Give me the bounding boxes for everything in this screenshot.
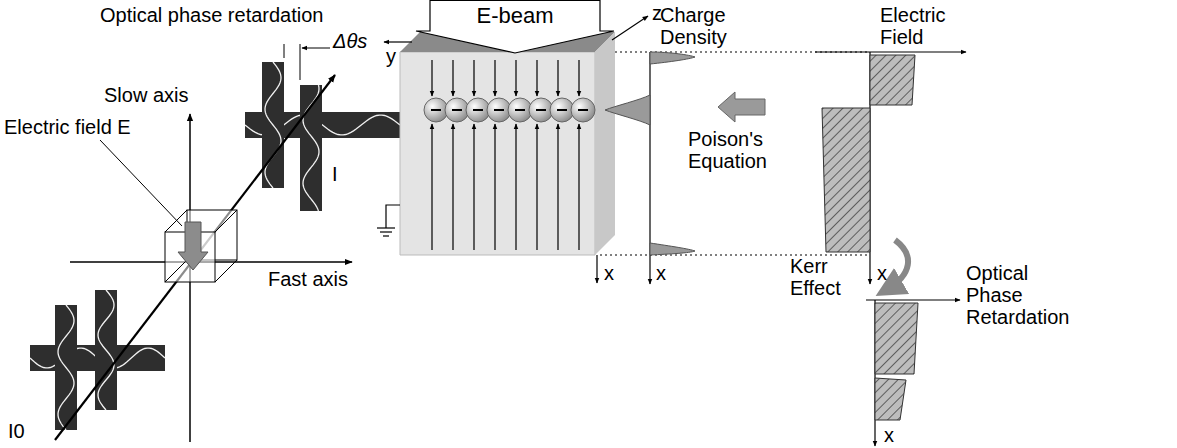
y-axis — [384, 41, 412, 42]
field-profile — [822, 108, 870, 252]
plot-title: Electric Field — [880, 4, 975, 48]
intensity-label: I — [332, 163, 338, 185]
field-line — [536, 60, 537, 96]
axis-letter: x — [884, 424, 894, 446]
charge-profile — [650, 52, 695, 64]
ground-symbol — [377, 205, 400, 236]
field-arrow — [178, 222, 208, 270]
retardation-profile — [875, 303, 918, 374]
retardation-symbol: Δθs — [333, 30, 367, 52]
arrow-shape — [416, 1, 614, 54]
block-front — [400, 52, 595, 255]
plot-title: Optical Phase Retardation — [966, 262, 1081, 328]
minus-sign — [557, 109, 567, 111]
wave-block — [95, 290, 117, 410]
wave-block — [262, 62, 284, 188]
wave-curve — [265, 62, 281, 188]
charge-profile — [605, 95, 650, 125]
field-line — [452, 124, 453, 250]
block-side — [595, 32, 615, 255]
kerr-arrow — [886, 240, 908, 290]
field-line — [578, 60, 579, 96]
field-line — [578, 124, 579, 250]
process-label: Poison's Equation — [688, 128, 788, 172]
plot-title: Charge Density — [660, 4, 755, 48]
electron — [466, 98, 490, 122]
field-line — [473, 124, 474, 250]
minus-sign — [452, 109, 462, 111]
charge-profile — [650, 243, 695, 255]
retardation-marker — [284, 44, 330, 80]
field-line — [473, 60, 474, 96]
x-axis — [596, 255, 597, 283]
wave-block — [300, 85, 322, 211]
electron — [445, 98, 469, 122]
field-line — [515, 124, 516, 250]
field-line — [557, 124, 558, 250]
field-line — [494, 124, 495, 250]
electron — [424, 98, 448, 122]
wave-curve — [303, 85, 319, 211]
leader-line — [100, 140, 182, 226]
crystal-cube — [165, 210, 237, 282]
field-line — [452, 60, 453, 96]
electron — [487, 98, 511, 122]
minus-sign — [473, 109, 483, 111]
electron — [550, 98, 574, 122]
axis-letter: y — [386, 45, 396, 67]
guide-line — [600, 255, 870, 256]
process-label: Kerr Effect — [790, 255, 860, 299]
minus-sign — [494, 109, 504, 111]
field-line — [557, 60, 558, 96]
retardation-profile — [875, 378, 906, 420]
axis-label: Slow axis — [104, 84, 188, 106]
ebeam-label: E-beam — [415, 0, 615, 29]
wave-block — [55, 305, 77, 430]
field-line — [431, 124, 432, 250]
axis-letter: x — [656, 262, 666, 284]
field-label: Electric field E — [4, 116, 131, 138]
minus-sign — [431, 109, 441, 111]
minus-sign — [578, 109, 588, 111]
field-line — [536, 124, 537, 250]
field-line — [431, 60, 432, 96]
electron — [571, 98, 595, 122]
wave-curve — [58, 305, 74, 430]
wave-curve — [98, 290, 114, 410]
figure-title: Optical phase retardation — [100, 4, 323, 26]
minus-sign — [536, 109, 546, 111]
charge-layer — [424, 60, 595, 250]
minus-sign — [515, 109, 525, 111]
electron — [529, 98, 553, 122]
axis-letter: x — [877, 262, 887, 284]
axis-label: Fast axis — [268, 268, 348, 290]
electron — [508, 98, 532, 122]
ebeam-arrow: E-beam — [415, 0, 615, 54]
field-profile — [870, 55, 915, 105]
z-axis — [612, 16, 648, 40]
axis-letter: x — [604, 262, 614, 284]
plot-axis — [815, 51, 966, 52]
field-line — [494, 60, 495, 96]
field-line — [515, 60, 516, 96]
intensity-label: I0 — [8, 420, 25, 442]
plot-axis — [866, 299, 960, 300]
poisson-arrow — [718, 92, 765, 122]
